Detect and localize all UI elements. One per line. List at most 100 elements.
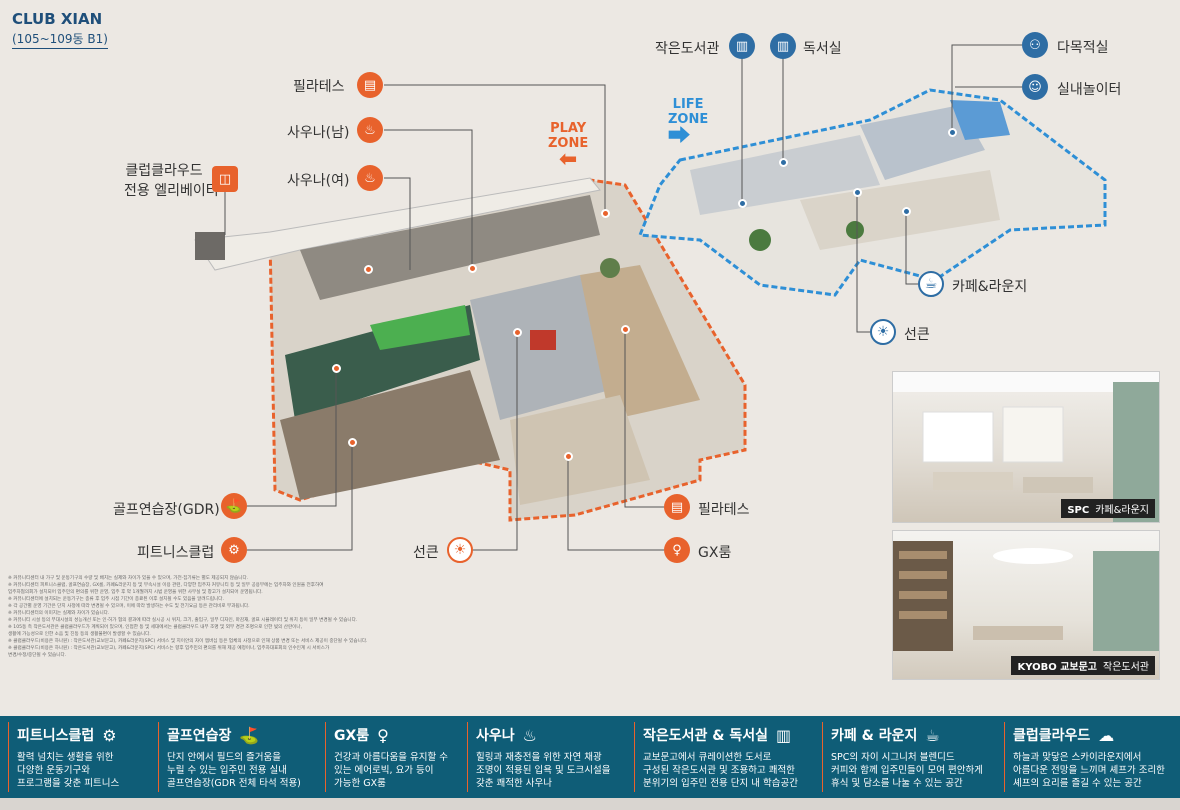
callout-gx: GX룸 — [698, 545, 732, 561]
callout-sauna-m: 사우나(남) — [287, 125, 350, 141]
coffee-icon: ☕ — [918, 271, 944, 297]
child-icon: ☺ — [1022, 74, 1048, 100]
book-icon: ▥ — [770, 33, 796, 59]
feature-title: 골프연습장 — [167, 728, 232, 744]
feature-desc: 셰프의 요리를 즐길 수 있는 공간 — [1013, 778, 1142, 789]
multipurpose-area — [860, 105, 985, 180]
marker-dot — [621, 325, 630, 334]
callout-fitness: 피트니스클럽 — [137, 545, 215, 561]
cafe-caption-text: 카페&라운지 — [1095, 505, 1149, 516]
marker-dot — [332, 364, 341, 373]
library-caption-text: 작은도서관 — [1103, 662, 1149, 673]
leader-line — [951, 44, 1022, 132]
callout-sunken-right: 선큰 — [904, 327, 930, 343]
callout-multipurpose: 다목적실 — [1057, 40, 1109, 56]
callout-elevator-line1: 클럽클라우드 — [125, 163, 203, 179]
leader-line — [247, 368, 337, 507]
corridor — [194, 177, 601, 271]
feature-desc: 활력 넘치는 생활을 위한 — [17, 752, 114, 763]
feature-desc: 건강과 아름다움을 유지할 수 — [334, 752, 448, 763]
play-zone-label: PLAY ZONE ⬅ — [548, 121, 588, 172]
leader-line — [624, 329, 664, 508]
arrow-left-icon: ⬅ — [558, 147, 578, 172]
feature-desc: 휴식 및 담소를 나눌 수 있는 공간 — [831, 778, 963, 789]
leader-line — [384, 177, 411, 270]
callout-pilates-top: 필라테스 — [293, 79, 345, 95]
marker-dot — [364, 265, 373, 274]
pilates-icon: ▤ — [357, 72, 383, 98]
notes: ※ 커뮤니티센터 내 가구 및 운동기구의 수량 및 배치는 실제와 차이가 있… — [8, 575, 478, 659]
note-line: ※ 커뮤니티센터 피트니스클럽, 골프연습장, GX룸, 카페&라운지 등 및 … — [8, 583, 324, 588]
feature-title: GX룸 — [334, 728, 370, 744]
feature-desc: 조명이 적용된 입욕 및 도크시설을 — [476, 765, 611, 776]
note-line: 입주자협의회가 설치되어 입주민의 편의를 위한 운영, 입주 후 약 1개월까… — [8, 590, 263, 595]
life-zone-label: LIFE ZONE ⮕ — [668, 97, 708, 149]
leader-line — [856, 192, 870, 333]
marker-dot — [468, 264, 477, 273]
note-line: ※ 커뮤니티센터의 이미지는 실제와 차이가 있습니다. — [8, 611, 110, 616]
golf-icon: ⛳ — [221, 493, 247, 519]
bike-icon: ⚙ — [102, 725, 117, 745]
gx-icon: ♀ — [377, 725, 389, 745]
feature-desc: 있는 에어로빅, 요가 등이 — [334, 765, 434, 776]
pilates-area — [580, 265, 700, 420]
sauna-icon: ♨ — [357, 165, 383, 191]
callout-small-library: 작은도서관 — [655, 41, 720, 57]
elevator-icon: ◫ — [212, 166, 238, 192]
golf-icon: ⛳ — [239, 725, 260, 745]
marker-dot — [601, 209, 610, 218]
note-line: ※ 커뮤니티 시설 등의 부대시설의 성능개선 또는 인·허가 협의 결과에 따… — [8, 618, 358, 623]
feature-desc: 분위기의 입주민 전용 단지 내 학습공간 — [643, 778, 798, 789]
callout-elevator: 클럽클라우드 전용 엘리베이터 — [124, 160, 219, 200]
leader-line — [247, 442, 353, 551]
note-line: ※ 커뮤니티센터에 설치되는 운동기구는 종류 후 입주 시점 기간이 종료된 … — [8, 597, 224, 602]
feature-desc: 누릴 수 있는 입주민 전용 실내 — [167, 765, 287, 776]
sauna-area — [300, 195, 600, 300]
coffee-icon: ☕ — [925, 725, 940, 745]
callout-sauna-f: 사우나(여) — [287, 173, 350, 189]
sunken-planter — [530, 330, 556, 350]
feature-title: 클럽클라우드 — [1013, 728, 1091, 744]
feature-desc: 힐링과 재충전을 위한 자연 채광 — [476, 752, 602, 763]
leader-line — [567, 456, 664, 551]
play-zone-line1: PLAY — [550, 121, 587, 136]
bike-icon: ⚙ — [221, 537, 247, 563]
callout-elevator-line2: 전용 엘리베이터 — [124, 183, 219, 199]
feature-desc: 구성된 작은도서관 및 조용하고 쾌적한 — [643, 765, 795, 776]
arrow-right-icon: ⮕ — [668, 124, 691, 149]
leader-line — [905, 211, 918, 285]
note-line: ※ 각 공간별 운영 기간은 단지 사정에 따라 변경될 수 있으며, 이에 따… — [8, 604, 250, 609]
bottom-strip — [0, 798, 1180, 810]
note-line: ※ 커뮤니티센터 내 가구 및 운동기구의 수량 및 배치는 실제와 차이가 있… — [8, 576, 249, 581]
note-line: ※ 클럽클라우드(비용은 하나원) : 작은도서관(교보문고), 카페&라운지(… — [8, 646, 330, 651]
feature-desc: 갖춘 쾌적한 사우나 — [476, 778, 552, 789]
life-zone-line1: LIFE — [672, 97, 704, 112]
marker-dot — [902, 207, 911, 216]
note-line: ※ 클럽클라우드(비용은 하나원) : 작은도서관(교보문고), 카페&라운지(… — [8, 639, 368, 644]
leader-line — [473, 332, 518, 551]
marker-dot — [948, 128, 957, 137]
leader-line — [384, 84, 606, 213]
feature-desc: 프로그램을 갖춘 피트니스 — [17, 778, 120, 789]
kids-area — [950, 100, 1010, 140]
feature-desc: 골프연습장(GDR 전체 타석 적용) — [167, 778, 301, 789]
marker-dot — [564, 452, 573, 461]
feature-title: 피트니스클럽 — [17, 728, 95, 744]
fitness-area — [280, 370, 500, 500]
marker-dot — [738, 199, 747, 208]
planter — [846, 221, 864, 239]
reading-room-area — [690, 135, 880, 215]
cloud-icon: ☁ — [1098, 725, 1115, 745]
floor-plan — [194, 44, 1107, 551]
gx-floor — [510, 395, 650, 505]
